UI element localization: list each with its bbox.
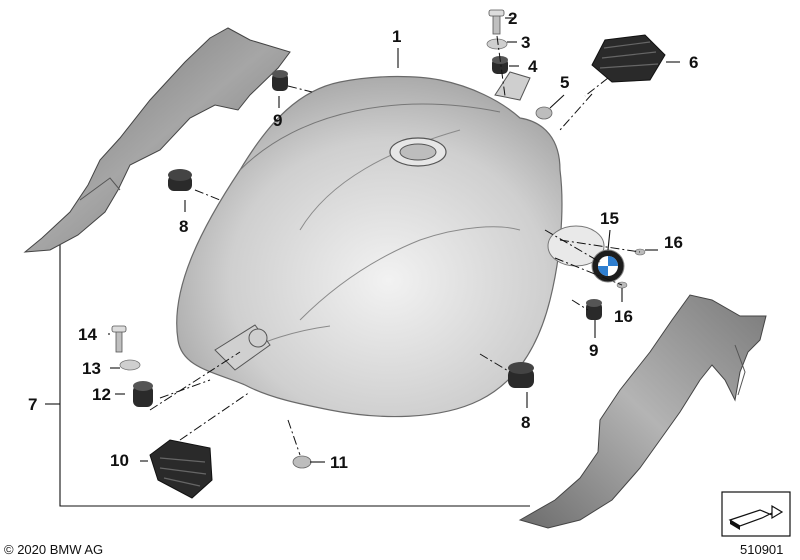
callout-16-top: 16: [664, 233, 683, 252]
rubber-mount-6: [591, 34, 666, 83]
fuel-tank: [176, 71, 605, 418]
bracket-line-7: [45, 243, 530, 507]
grommet-8-right: [508, 362, 534, 388]
callout-12: 12: [92, 385, 111, 404]
callout-8-right: 8: [521, 413, 530, 432]
buffer-9-top: [272, 70, 288, 91]
washer-3: [486, 38, 508, 50]
leader-lines: [108, 17, 680, 463]
washer-13: [119, 359, 141, 371]
callout-10: 10: [110, 451, 129, 470]
arrow-nav-icon[interactable]: [721, 491, 791, 537]
bolt-14: [111, 325, 127, 353]
callout-16-bottom: 16: [614, 307, 633, 326]
nut-5: [535, 106, 553, 120]
bolt-2: [488, 9, 505, 35]
drain-screw-11: [292, 455, 312, 469]
callout-1: 1: [392, 27, 401, 46]
callout-3: 3: [521, 33, 530, 52]
right-side-cover: [518, 294, 767, 529]
bmw-roundel-logo: [591, 249, 625, 283]
left-side-cover: [23, 27, 291, 253]
callout-4: 4: [528, 57, 538, 76]
callout-6: 6: [689, 53, 698, 72]
copyright-text: © 2020 BMW AG: [4, 542, 103, 557]
callout-2: 2: [508, 9, 517, 28]
diagram-number: 510901: [740, 542, 783, 557]
callout-labels: 1 2 3 4 5 6 7 8 8 9 9 10 11 12 13 14 15 …: [28, 9, 698, 472]
rubber-mount-10: [149, 439, 213, 499]
buffer-9-bottom: [586, 299, 602, 320]
callout-8-left: 8: [179, 217, 188, 236]
callout-13: 13: [82, 359, 101, 378]
assembly-lines: [149, 35, 641, 456]
callout-11: 11: [330, 453, 348, 472]
callout-5: 5: [560, 73, 569, 92]
callout-9-bottom: 9: [589, 341, 598, 360]
grommet-12: [133, 381, 153, 407]
callout-7: 7: [28, 395, 37, 414]
callout-14: 14: [78, 325, 97, 344]
callout-15: 15: [600, 209, 619, 228]
grommet-8-left: [168, 169, 192, 191]
callout-9-top: 9: [273, 111, 282, 130]
